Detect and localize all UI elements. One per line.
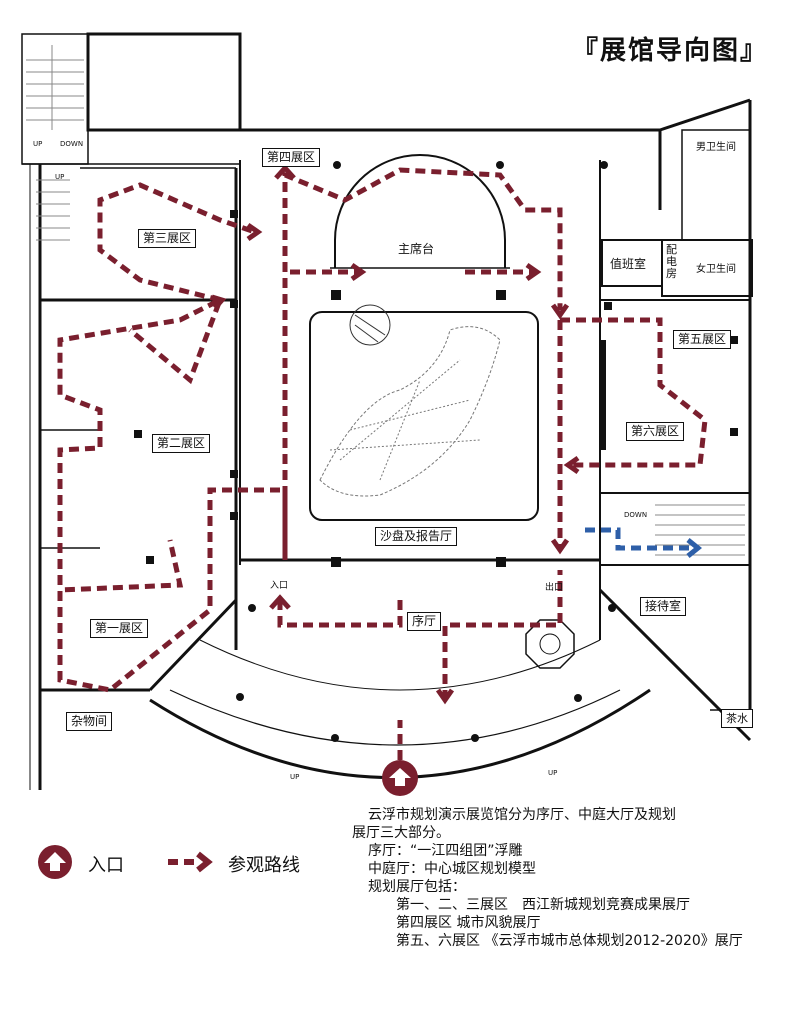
legend-entrance: 入口 [38,845,138,879]
label-hall-3: 第三展区 [138,229,197,248]
label-stairs-down: DOWN [60,140,84,148]
label-hall-4: 第四展区 [262,148,321,167]
description-line-4: 中庭厅：中心城区规划模型 [368,861,536,877]
label-reception: 接待室 [640,597,687,616]
label-womens-wc: 女卫生间 [696,264,736,275]
main-entrance-icon [382,760,418,796]
legend-route-label: 参观路线 [228,855,300,876]
columns [134,161,738,742]
label-stairs-up-bottom-left: UP [290,773,300,781]
legend-route: 参观路线 [168,845,338,879]
description-line-2: 展厅三大部分。 [352,825,450,841]
legend-route-icon [168,851,213,873]
label-hall-5: 第五展区 [673,330,732,349]
label-rostrum: 主席台 [398,242,435,256]
city-model [319,304,501,497]
route-arrowheads [211,164,580,705]
walls [21,32,753,790]
label-hall-2: 第二展区 [152,434,211,453]
label-mens-wc: 男卫生间 [696,142,736,153]
blue-route [585,527,690,551]
description-line-1: 云浮市规划演示展览馆分为序厅、中庭大厅及规划 [368,807,676,823]
description-line-3: 序厅：“一江四组团”浮雕 [368,843,523,859]
label-hall-1: 第一展区 [90,619,149,638]
label-exit-small: 出口 [545,583,564,593]
label-stairs-down-right: DOWN [624,511,648,519]
description-line-7: 第四展区 城市风貌展厅 [396,915,541,931]
label-storage: 杂物间 [66,712,113,731]
description-line-5: 规划展厅包括： [368,879,466,895]
label-sand-table: 沙盘及报告厅 [375,527,458,546]
blue-route-arrowhead [686,538,703,558]
label-duty-room: 值班室 [610,257,647,271]
label-stairs-up-side: UP [55,173,65,181]
label-lobby: 序厅 [407,612,442,631]
label-power-room: 配电房 [666,243,677,280]
label-tea: 茶水 [721,709,753,728]
label-stairs-up-bottom-right: UP [548,769,558,777]
octagon-feature [525,619,575,669]
description-line-6: 第一、二、三展区 西江新城规划竞赛成果展厅 [396,897,690,913]
stairs [26,45,745,556]
page-title: 『展馆导向图』 [572,36,769,66]
label-hall-6: 第六展区 [626,422,685,441]
label-entrance-small: 入口 [270,581,289,591]
description-line-8: 第五、六展区 《云浮市城市总体规划2012-2020》展厅 [396,933,743,949]
label-stairs-up: UP [33,140,43,148]
legend-entrance-label: 入口 [88,855,124,876]
tour-route [57,167,708,760]
legend-entrance-icon [38,845,72,879]
